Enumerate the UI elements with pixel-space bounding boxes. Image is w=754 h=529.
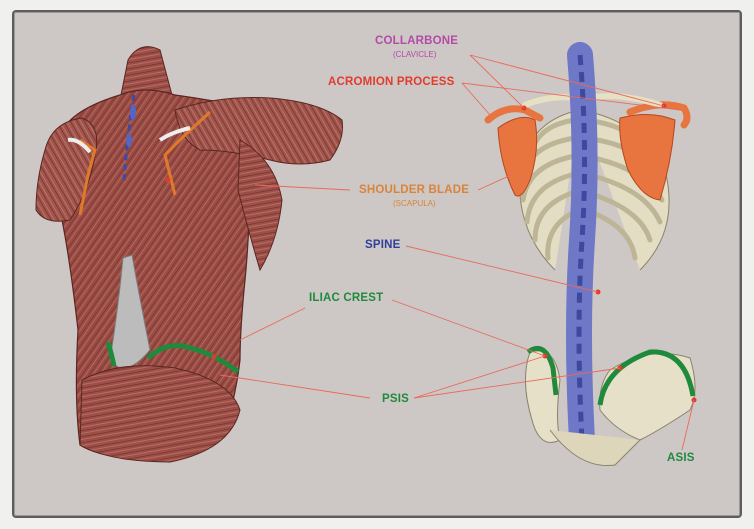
muscular-back-figure [35, 46, 343, 463]
label-collarbone-sub: (CLAVICLE) [393, 50, 437, 59]
label-acromion-process: ACROMION PROCESS [328, 76, 455, 88]
skeleton-figure [484, 42, 697, 467]
label-shoulder-blade: SHOULDER BLADE [359, 184, 470, 196]
leader-lines [219, 54, 695, 451]
label-collarbone: COLLARBONE [375, 35, 459, 47]
label-asis: ASIS [667, 452, 695, 464]
label-iliac-crest: ILIAC CREST [309, 292, 384, 304]
label-spine: SPINE [365, 239, 401, 251]
label-shoulder-blade-sub: (SCAPULA) [393, 199, 436, 208]
label-psis: PSIS [382, 393, 410, 405]
